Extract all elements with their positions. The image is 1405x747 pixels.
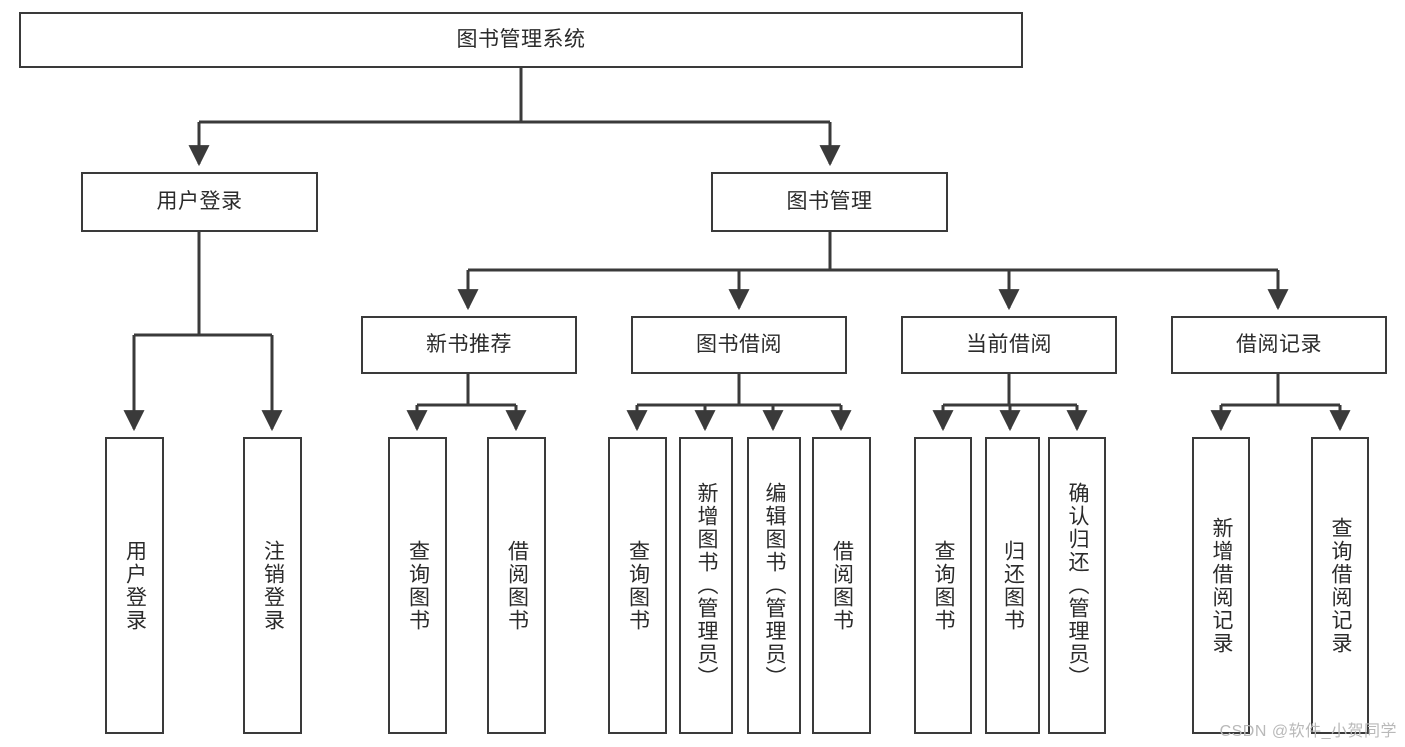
node-root[interactable]: 图书管理系统 [19,12,1023,68]
node-borrow-book-recommend-label: 借阅图书 [505,539,529,632]
node-query-book-borrow[interactable]: 查询图书 [608,437,667,734]
node-query-borrow-record-label: 查询借阅记录 [1329,516,1353,655]
node-return-book[interactable]: 归还图书 [985,437,1040,734]
node-query-book-recommend[interactable]: 查询图书 [388,437,447,734]
node-add-book-admin-label: 新增图书（管理员） [695,482,719,689]
node-user-login-leaf[interactable]: 用户登录 [105,437,164,734]
node-edit-book-admin-label: 编辑图书（管理员） [763,482,787,689]
node-root-label: 图书管理系统 [456,27,586,51]
node-borrow-book[interactable]: 借阅图书 [812,437,871,734]
node-book-borrow[interactable]: 图书借阅 [631,316,847,374]
node-query-book-borrow-label: 查询图书 [626,539,650,632]
node-borrow-record-label: 借阅记录 [1236,332,1322,356]
node-query-borrow-record[interactable]: 查询借阅记录 [1311,437,1369,734]
node-borrow-record[interactable]: 借阅记录 [1171,316,1387,374]
node-borrow-book-recommend[interactable]: 借阅图书 [487,437,546,734]
node-current-borrow[interactable]: 当前借阅 [901,316,1117,374]
node-logout-leaf[interactable]: 注销登录 [243,437,302,734]
node-add-borrow-record[interactable]: 新增借阅记录 [1192,437,1250,734]
node-return-book-label: 归还图书 [1001,539,1025,632]
node-confirm-return-admin[interactable]: 确认归还（管理员） [1048,437,1106,734]
node-book-borrow-label: 图书借阅 [696,332,782,356]
node-new-book-recommend-label: 新书推荐 [426,332,512,356]
node-confirm-return-admin-label: 确认归还（管理员） [1066,482,1090,689]
node-user-login[interactable]: 用户登录 [81,172,318,232]
node-add-book-admin[interactable]: 新增图书（管理员） [679,437,733,734]
node-query-book-current[interactable]: 查询图书 [914,437,972,734]
node-current-borrow-label: 当前借阅 [966,332,1052,356]
node-query-book-recommend-label: 查询图书 [406,539,430,632]
node-new-book-recommend[interactable]: 新书推荐 [361,316,577,374]
node-query-book-current-label: 查询图书 [932,539,956,632]
node-logout-leaf-label: 注销登录 [261,539,285,632]
node-book-management[interactable]: 图书管理 [711,172,948,232]
node-user-login-label: 用户登录 [156,189,243,213]
node-book-management-label: 图书管理 [786,189,873,213]
node-user-login-leaf-label: 用户登录 [123,539,147,632]
node-borrow-book-label: 借阅图书 [830,539,854,632]
node-edit-book-admin[interactable]: 编辑图书（管理员） [747,437,801,734]
node-add-borrow-record-label: 新增借阅记录 [1210,516,1234,655]
